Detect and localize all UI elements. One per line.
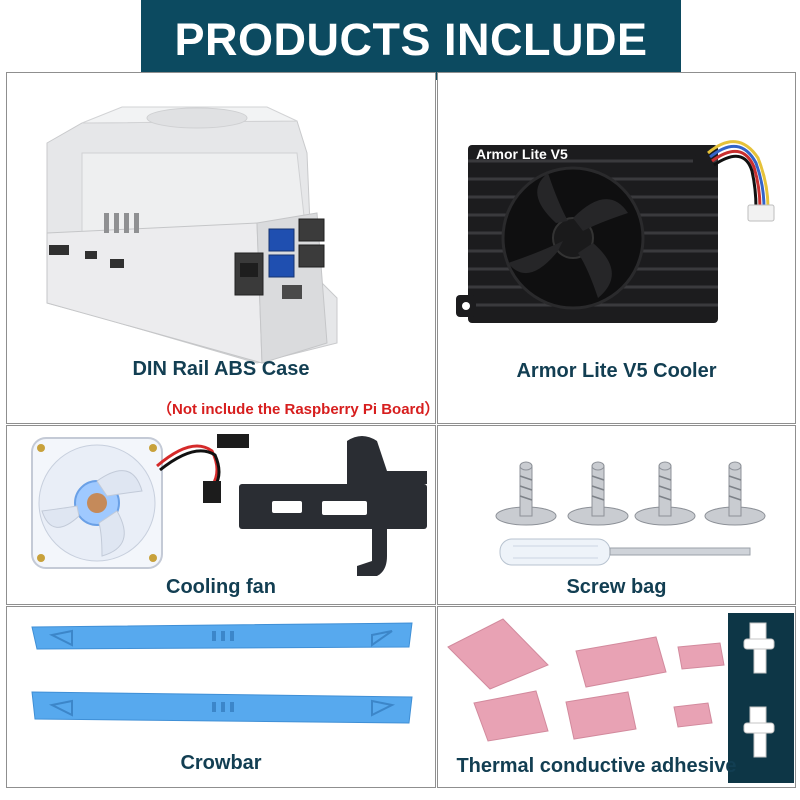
cooler-marking: Armor Lite V5 <box>476 146 568 162</box>
product-cell-crowbar: Crowbar <box>6 606 436 788</box>
cooler-label: Armor Lite V5 Cooler <box>516 360 717 382</box>
page-title: PRODUCTS INCLUDE <box>174 14 648 65</box>
din-rail-case-image <box>46 106 338 364</box>
thermal-adhesive-label: Thermal conductive adhesive <box>456 755 737 777</box>
din-rail-case-label: DIN Rail ABS Case <box>132 358 310 380</box>
screw-bag-label: Screw bag <box>566 576 667 598</box>
crowbar-image <box>31 622 413 724</box>
cooling-fan-image <box>31 434 427 576</box>
product-cell-thermal-adhesive: Thermal conductive adhesive <box>437 606 796 788</box>
product-cell-din-rail-case: DIN Rail ABS Case （Not include the Raspb… <box>6 72 440 424</box>
product-cell-cooler: Armor Lite V5 Armor Lite V5 Cooler <box>437 72 796 424</box>
screw-bag-image <box>495 461 766 566</box>
thermal-pads-image <box>447 613 794 783</box>
product-cell-cooling-fan: Cooling fan <box>6 425 436 605</box>
armor-cooler-image: Armor Lite V5 <box>456 140 775 323</box>
cooling-fan-label: Cooling fan <box>166 576 276 598</box>
product-cell-screw-bag: Screw bag <box>437 425 796 605</box>
not-included-note: （Not include the Raspberry Pi Board） <box>157 401 440 418</box>
title-banner: PRODUCTS INCLUDE <box>141 0 681 80</box>
crowbar-label: Crowbar <box>180 752 262 774</box>
